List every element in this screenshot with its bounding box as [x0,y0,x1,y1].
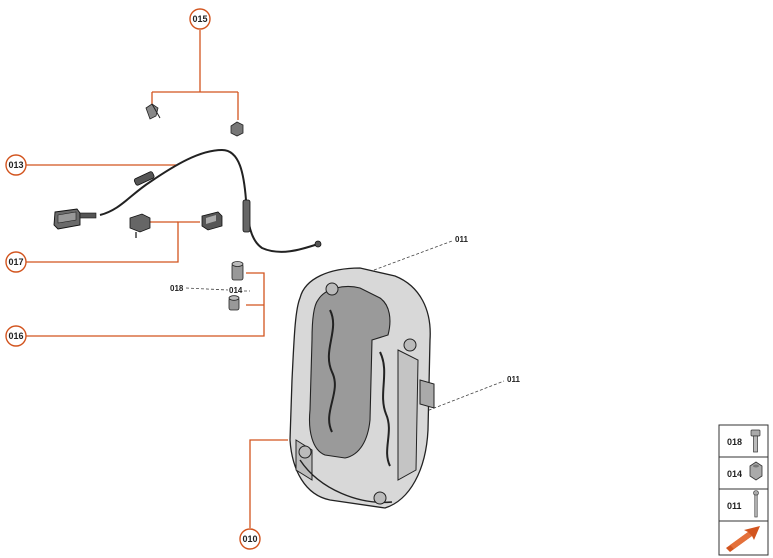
pointer-018 [185,287,229,291]
svg-text:016: 016 [8,331,23,341]
svg-text:010: 010 [242,534,257,544]
bolt-part-016-top [231,261,244,281]
direction-arrow-icon [726,526,760,552]
label-011-right[interactable]: 011 [507,375,520,384]
nut-icon [749,461,763,481]
callout-015[interactable]: 015 [189,8,211,30]
callout-013[interactable]: 013 [5,154,27,176]
svg-text:013: 013 [8,160,23,170]
holder-part-017-left [129,213,151,238]
callout-010[interactable]: 010 [239,528,261,550]
label-018[interactable]: 018 [170,284,184,293]
legend-panel: 018 014 011 [718,424,769,556]
clip-part-015-right [230,121,244,137]
pin-icon [753,490,759,518]
leader-010 [249,439,288,528]
clip-part-015-left [145,103,161,120]
legend-item-011[interactable]: 011 [727,490,759,518]
callout-017[interactable]: 017 [5,251,27,273]
svg-text:011: 011 [727,501,742,511]
label-014[interactable]: 014 [229,286,243,295]
svg-text:017: 017 [8,257,23,267]
legend-item-018[interactable]: 018 [727,429,761,453]
callout-016[interactable]: 016 [5,325,27,347]
svg-text:015: 015 [192,14,207,24]
pointer-011-right [423,380,505,413]
sensor-connector [53,208,97,230]
bolt-part-016-bottom [228,295,240,311]
holder-part-017-right [201,211,223,231]
legend-item-014[interactable]: 014 [727,461,763,481]
svg-text:014: 014 [727,469,742,479]
leader-015 [151,30,239,120]
brake-caliper-010 [289,267,435,509]
pointer-011-top [373,240,453,271]
leader-016 [26,272,265,337]
bolt-icon [750,429,761,453]
leader-017 [26,221,200,263]
sensor-cable-013 [53,148,322,253]
svg-text:018: 018 [727,437,742,447]
label-011-top[interactable]: 011 [455,235,468,244]
